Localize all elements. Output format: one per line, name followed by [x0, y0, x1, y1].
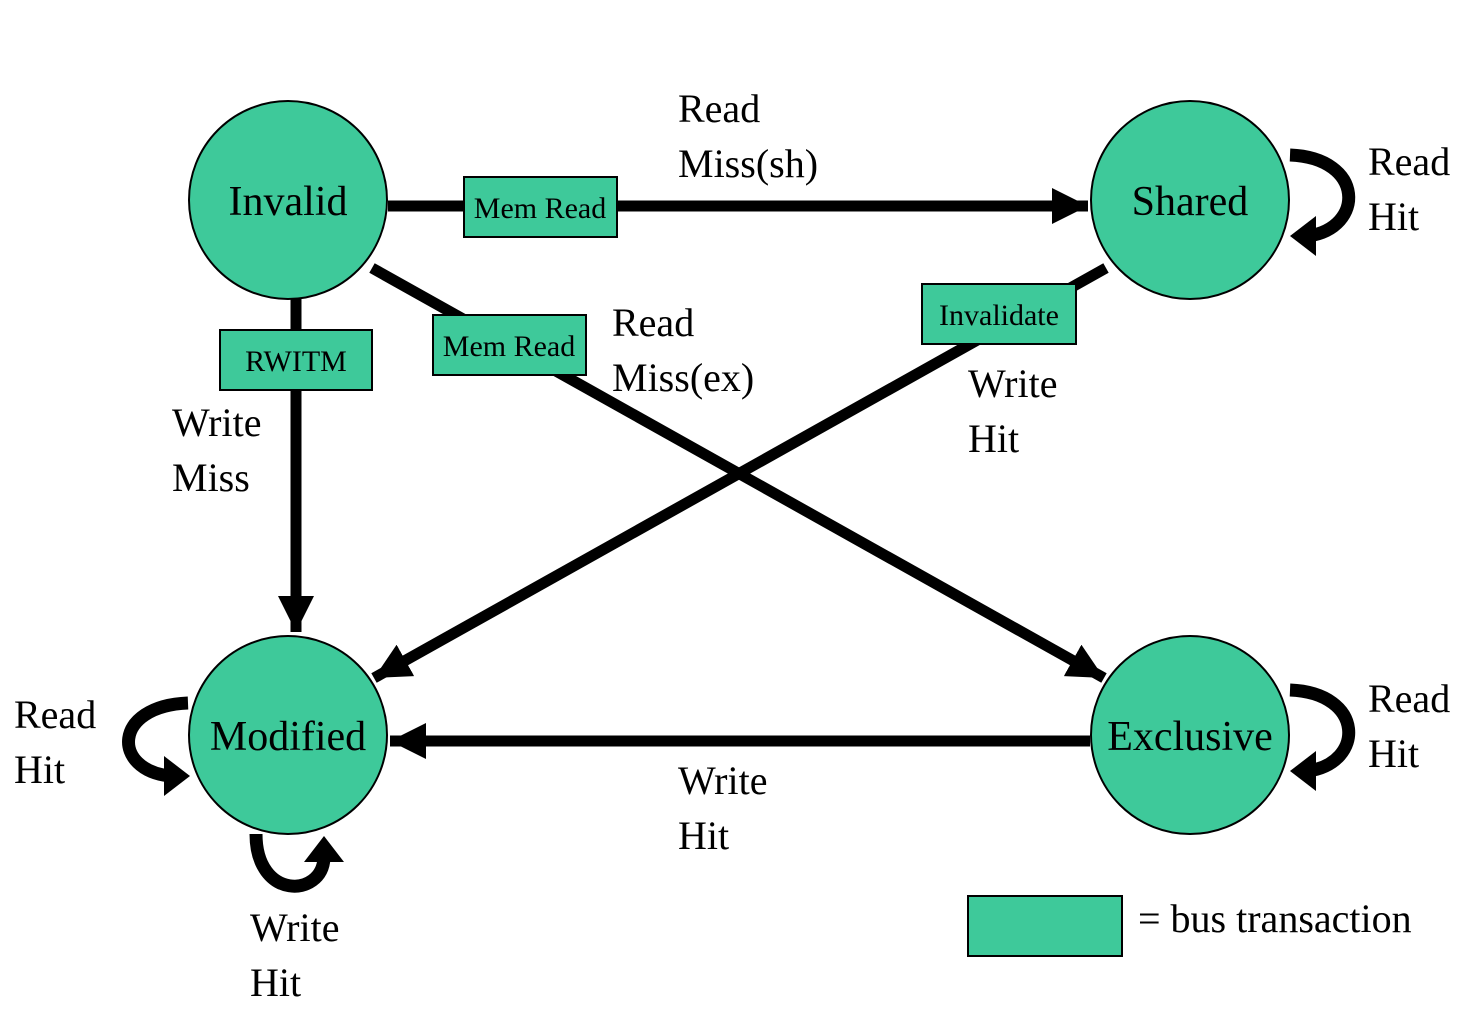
label-shared-read-hit-line2: Hit	[1368, 194, 1419, 239]
label-shared-write-hit-line1: Write	[968, 361, 1057, 406]
label-read-miss-ex-line2: Miss(ex)	[612, 355, 754, 400]
bus-box-mem-read-shared: Mem Read	[463, 176, 618, 238]
label-read-miss-sh-line1: Read	[678, 86, 760, 131]
legend-text: = bus transaction	[1138, 896, 1412, 941]
label-modified-write-hit-line1: Write	[250, 905, 339, 950]
legend: = bus transaction	[967, 895, 1412, 957]
label-exclusive-write-hit-line1: Write	[678, 758, 767, 803]
state-exclusive-label: Exclusive	[1107, 714, 1273, 760]
state-invalid: Invalid	[188, 100, 388, 300]
label-read-miss-sh-line2: Miss(sh)	[678, 141, 818, 186]
label-exclusive-read-hit-line2: Hit	[1368, 731, 1419, 776]
bus-label-mem-read-shared: Mem Read	[474, 192, 606, 225]
self-loop-shared	[1289, 148, 1356, 256]
state-shared-label: Shared	[1132, 179, 1249, 225]
label-modified-read-hit-line2: Hit	[14, 747, 65, 792]
bus-label-rwitm: RWITM	[245, 345, 347, 378]
state-modified: Modified	[188, 635, 388, 835]
state-shared: Shared	[1090, 100, 1290, 300]
legend-swatch	[967, 895, 1123, 957]
label-exclusive-read-hit-line1: Read	[1368, 676, 1450, 721]
label-shared-read-hit-line1: Read	[1368, 139, 1450, 184]
state-exclusive: Exclusive	[1090, 635, 1290, 835]
state-invalid-label: Invalid	[229, 179, 348, 225]
bus-label-invalidate: Invalidate	[939, 299, 1059, 332]
label-exclusive-write-hit-line2: Hit	[678, 813, 729, 858]
label-write-miss-line1: Write	[172, 400, 261, 445]
self-loop-modified-read	[122, 696, 190, 796]
label-read-miss-ex-line1: Read	[612, 300, 694, 345]
bus-label-mem-read-exclusive: Mem Read	[443, 330, 575, 363]
self-loop-modified-write	[249, 833, 344, 893]
self-loop-exclusive	[1289, 683, 1356, 791]
label-write-miss-line2: Miss	[172, 455, 250, 500]
label-shared-write-hit-line2: Hit	[968, 416, 1019, 461]
bus-box-invalidate: Invalidate	[921, 283, 1077, 345]
label-modified-read-hit-line1: Read	[14, 692, 96, 737]
bus-box-mem-read-exclusive: Mem Read	[432, 314, 587, 376]
state-modified-label: Modified	[210, 714, 366, 760]
label-modified-write-hit-line2: Hit	[250, 960, 301, 1005]
bus-box-rwitm: RWITM	[219, 329, 373, 391]
